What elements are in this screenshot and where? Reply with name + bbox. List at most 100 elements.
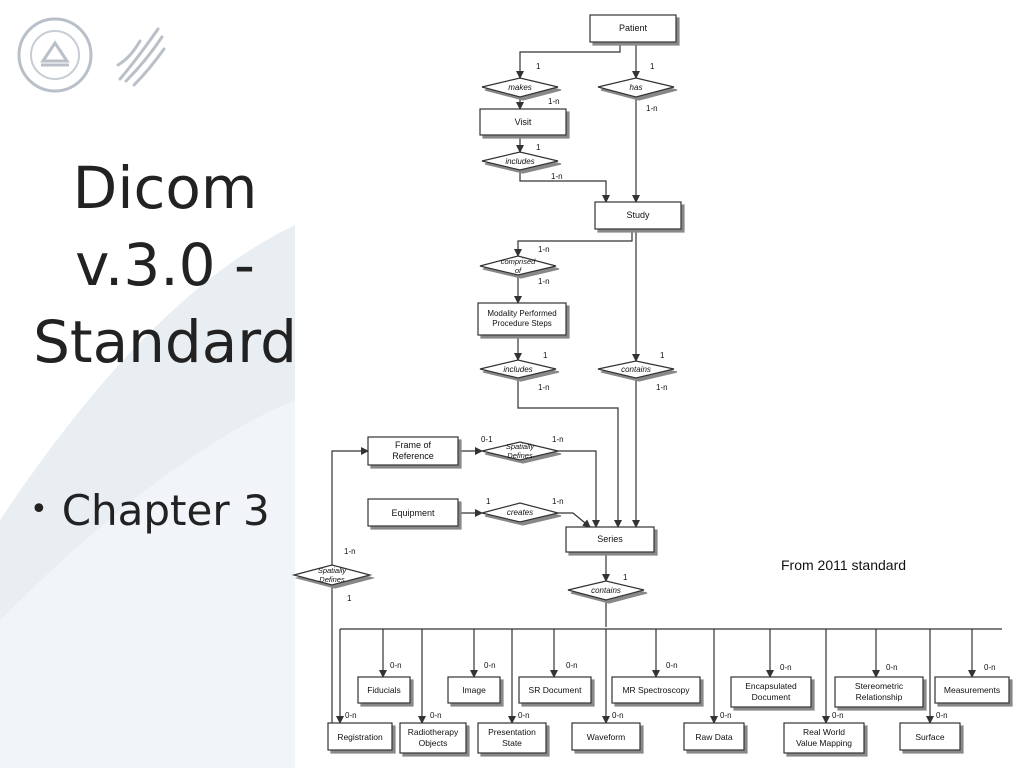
waveform-box xyxy=(571,722,641,751)
mr-spectroscopy-box xyxy=(611,676,701,704)
entity-labels: Patient Visit Study Modality Performed P… xyxy=(337,23,1000,748)
card-visit-includes: 1 xyxy=(536,143,541,152)
frame-of-reference-label-1: Frame of xyxy=(395,440,432,450)
visit-label: Visit xyxy=(515,117,532,127)
mpps-label-2: Procedure Steps xyxy=(492,319,552,328)
patient-box xyxy=(589,14,677,43)
mpps-box xyxy=(477,302,567,336)
card-image: 0-n xyxy=(484,661,496,670)
real-world-value-mapping-box xyxy=(783,722,865,754)
comprised-of-label-1: comprised xyxy=(501,257,536,266)
surface-box xyxy=(899,722,961,751)
has-label: has xyxy=(630,83,643,92)
card-contains-series: 1-n xyxy=(656,383,668,392)
title-line-1: Dicom xyxy=(72,154,258,222)
card-study-contains: 1 xyxy=(660,351,665,360)
equipment-box xyxy=(367,498,459,527)
source-note: From 2011 standard xyxy=(781,557,907,573)
frame-of-reference-label-2: Reference xyxy=(392,451,434,461)
real-world-value-mapping-label-1: Real World xyxy=(803,727,845,737)
bullet-item: • Chapter 3 xyxy=(30,486,270,535)
card-makes-visit: 1-n xyxy=(548,97,560,106)
includes-mpps-label: includes xyxy=(503,365,532,374)
comprised-of-diamond xyxy=(479,255,557,276)
creates-label: creates xyxy=(507,508,533,517)
raw-data-box xyxy=(683,722,745,751)
contains-series-diamond xyxy=(567,580,645,601)
card-raw-data: 0-n xyxy=(720,711,732,720)
stereometric-relationship-label-1: Stereometric xyxy=(855,681,904,691)
sr-document-label: SR Document xyxy=(529,685,583,695)
contains-study-diamond xyxy=(597,360,675,379)
card-reg-spatially-bottom: 1 xyxy=(347,594,352,603)
card-creates-series: 1-n xyxy=(552,497,564,506)
spatially-defines-reg-diamond xyxy=(291,564,373,586)
card-mr-spectroscopy: 0-n xyxy=(666,661,678,670)
presentation-state-box xyxy=(477,722,547,754)
contains-series-label: contains xyxy=(591,586,621,595)
card-has-study: 1-n xyxy=(646,104,658,113)
surface-label: Surface xyxy=(915,732,945,742)
includes-mpps-diamond xyxy=(479,359,557,379)
sr-document-box xyxy=(518,676,592,704)
encapsulated-document-label-1: Encapsulated xyxy=(745,681,797,691)
makes-label: makes xyxy=(508,83,532,92)
visit-box xyxy=(479,108,567,136)
radiotherapy-objects-label-1: Radiotherapy xyxy=(408,727,459,737)
card-includes-series: 1-n xyxy=(538,383,550,392)
measurements-label: Measurements xyxy=(944,685,1000,695)
bullet-text: Chapter 3 xyxy=(61,486,270,535)
title-line-3: Standard xyxy=(33,308,297,376)
waveform-label: Waveform xyxy=(587,732,625,742)
stereometric-relationship-label-2: Relationship xyxy=(856,692,903,702)
connector-lines xyxy=(331,42,1002,724)
card-mpps-includes: 1 xyxy=(543,351,548,360)
registration-box xyxy=(327,722,393,751)
image-label: Image xyxy=(462,685,486,695)
bullet-dot-icon: • xyxy=(30,492,48,527)
spatially-defines-reg-label-2: Defines xyxy=(319,575,345,584)
relationship-diamonds xyxy=(291,77,675,601)
includes-visit-diamond xyxy=(481,151,559,171)
frame-of-reference-box xyxy=(367,436,459,466)
mpps-label-1: Modality Performed xyxy=(487,309,556,318)
card-series-contains: 1 xyxy=(623,573,628,582)
card-radiotherapy-objects: 0-n xyxy=(430,711,442,720)
contains-study-label: contains xyxy=(621,365,651,374)
includes-visit-label: includes xyxy=(505,157,534,166)
card-stereometric-relationship: 0-n xyxy=(886,663,898,672)
spatially-defines-reg-label-1: Spatially xyxy=(318,566,348,575)
study-box xyxy=(594,201,682,230)
card-includes-study: 1-n xyxy=(551,172,563,181)
card-sr-document: 0-n xyxy=(566,661,578,670)
slide-title: Dicom v.3.0 - Standard xyxy=(20,150,310,381)
series-label: Series xyxy=(597,534,623,544)
relationship-labels: makes has includes comprised of includes… xyxy=(318,83,651,595)
creates-diamond xyxy=(481,502,559,523)
card-study-comprised: 1-n xyxy=(538,245,550,254)
radiotherapy-objects-box xyxy=(399,722,467,754)
card-reg-spatially-top: 1-n xyxy=(344,547,356,556)
hhs-eagle-icon xyxy=(116,27,166,87)
card-patient-has: 1 xyxy=(650,62,655,71)
stereometric-relationship-box xyxy=(834,676,924,708)
card-encapsulated-document: 0-n xyxy=(780,663,792,672)
fiducials-box xyxy=(357,676,411,704)
measurements-box xyxy=(934,676,1010,704)
real-world-value-mapping-label-2: Value Mapping xyxy=(796,738,852,748)
registration-label: Registration xyxy=(337,732,383,742)
card-measurements: 0-n xyxy=(984,663,996,672)
card-patient-makes: 1 xyxy=(536,62,541,71)
title-line-2: v.3.0 - xyxy=(75,231,255,299)
encapsulated-document-label-2: Document xyxy=(752,692,791,702)
comprised-of-label-2: of xyxy=(515,266,522,275)
card-registration: 0-n xyxy=(345,711,357,720)
radiotherapy-objects-label-2: Objects xyxy=(419,738,448,748)
presentation-state-label-1: Presentation xyxy=(488,727,536,737)
fiducials-label: Fiducials xyxy=(367,685,401,695)
card-presentation-state: 0-n xyxy=(518,711,530,720)
image-box xyxy=(447,676,501,704)
card-spatially-series: 1-n xyxy=(552,435,564,444)
